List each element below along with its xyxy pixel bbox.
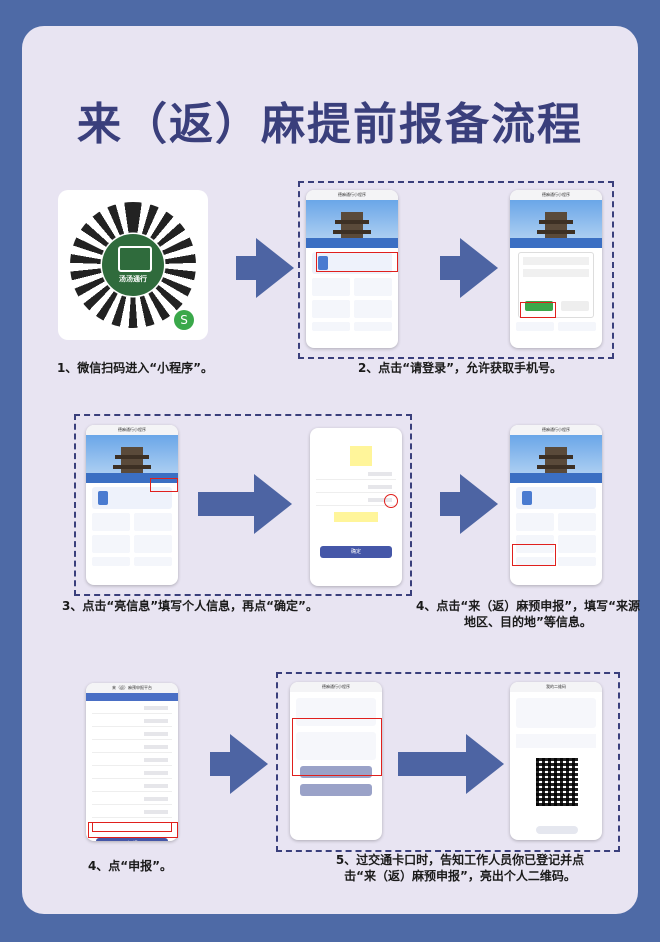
step5-caption-line1: 5、过交通卡口时，告知工作人员你已登记并点 [335, 853, 585, 867]
step1-caption: 1、微信扫码进入“小程序”。 [56, 361, 214, 375]
phone-service-grid [312, 300, 392, 318]
form-field-5[interactable] [92, 756, 172, 766]
declare-highlight [88, 822, 178, 838]
phone-step3-form: 确定 [310, 428, 402, 586]
login-highlight [316, 252, 398, 272]
phone-footer [92, 557, 172, 566]
allow-button[interactable] [525, 301, 553, 311]
phone-footer [516, 557, 596, 566]
list-action-2[interactable] [300, 784, 372, 796]
step2-group [298, 181, 614, 359]
phone-step2-home: 德麻通行小程序 [306, 190, 398, 348]
form-field-6[interactable] [92, 769, 172, 779]
step4-caption-line2: 地区、目的地”等信息。 [464, 615, 592, 629]
phone-banner [86, 435, 178, 483]
phone-banner [510, 435, 602, 483]
form-field-phone[interactable] [316, 496, 396, 506]
user-info [516, 734, 596, 748]
auth-dialog [518, 252, 594, 318]
phone-service-grid [92, 535, 172, 553]
form-field-3[interactable] [92, 730, 172, 740]
mini-program-qr-code[interactable]: 汤汤通行 S [58, 190, 208, 340]
form-field-9[interactable] [92, 808, 172, 818]
phone-function-grid [516, 513, 596, 531]
personal-qr-code[interactable] [536, 758, 578, 806]
phone-title: 德麻通行小程序 [510, 425, 602, 435]
phone-step3-home: 德麻通行小程序 [86, 425, 178, 585]
phone-declare-form: 来（返）麻预申报平台 申 报 [86, 683, 178, 841]
login-card[interactable] [312, 252, 392, 274]
step2-caption: 2、点击“请登录”，允许获取手机号。 [357, 361, 563, 375]
qr-brand-label: 汤汤通行 [119, 275, 147, 283]
id-card-icon [118, 246, 152, 272]
form-field-4[interactable] [92, 743, 172, 753]
phone-title: 德麻通行小程序 [86, 425, 178, 435]
user-card[interactable] [516, 487, 596, 509]
phone-function-grid [92, 513, 172, 531]
declare-button[interactable]: 申 报 [96, 838, 168, 841]
phone-step5-code: 我的二维码 [510, 682, 602, 840]
form-notice [350, 446, 372, 466]
form-tip [334, 512, 378, 522]
page-title: 来（返）麻提前报备流程 [77, 99, 583, 150]
phone-function-grid [312, 278, 392, 296]
phone-step4-home: 德麻通行小程序 [510, 425, 602, 585]
confirm-button[interactable]: 确定 [320, 546, 392, 558]
confirm-label: 确定 [350, 549, 361, 555]
record-1[interactable] [296, 698, 376, 726]
records-highlight [292, 718, 382, 776]
form-field-id[interactable] [316, 483, 396, 493]
mini-program-icon: S [174, 310, 194, 330]
step5-caption: 5、过交通卡口时，告知工作人员你已登记并点 击“来（返）麻预申报”，亮出个人二维… [290, 852, 630, 884]
phone-banner [306, 200, 398, 248]
phone-title: 德麻通行小程序 [306, 190, 398, 200]
form-field-1[interactable] [92, 704, 172, 714]
record-2[interactable] [296, 732, 376, 760]
form-title: 来（返）麻预申报平台 [86, 683, 178, 693]
code-action-button[interactable] [536, 826, 578, 834]
step3-group [74, 414, 412, 596]
show-info-highlight [150, 478, 178, 492]
phone-footer [516, 322, 596, 331]
pre-declare-highlight [512, 544, 556, 566]
phone-step2-phone-auth: 德麻通行小程序 [510, 190, 602, 348]
code-title: 我的二维码 [510, 682, 602, 692]
phone-footer [312, 322, 392, 331]
form-field-8[interactable] [92, 795, 172, 805]
form-field-name[interactable] [316, 470, 396, 480]
step3-caption: 3、点击“亮信息”填写个人信息，再点“确定”。 [62, 599, 318, 613]
form-field-7[interactable] [92, 782, 172, 792]
phone-banner [510, 200, 602, 248]
step4-caption-line1: 4、点击“来（返）麻预申报”，填写“来源 [415, 599, 640, 613]
step4b-caption: 4、点“申报”。 [87, 859, 173, 873]
user-card[interactable] [92, 487, 172, 509]
deny-button[interactable] [561, 301, 589, 311]
phone-title: 德麻通行小程序 [290, 682, 382, 692]
phone-step5-list: 德麻通行小程序 [290, 682, 382, 840]
route-info [516, 698, 596, 728]
allow-highlight [520, 302, 556, 318]
step5-caption-line2: 击“来（返）麻预申报”，亮出个人二维码。 [344, 869, 576, 883]
step4-caption: 4、点击“来（返）麻预申报”，填写“来源 地区、目的地”等信息。 [410, 598, 646, 630]
qr-logo: 汤汤通行 [102, 234, 164, 296]
edit-highlight [384, 494, 398, 508]
step5-group [276, 672, 620, 852]
phone-title: 德麻通行小程序 [510, 190, 602, 200]
form-field-2[interactable] [92, 717, 172, 727]
